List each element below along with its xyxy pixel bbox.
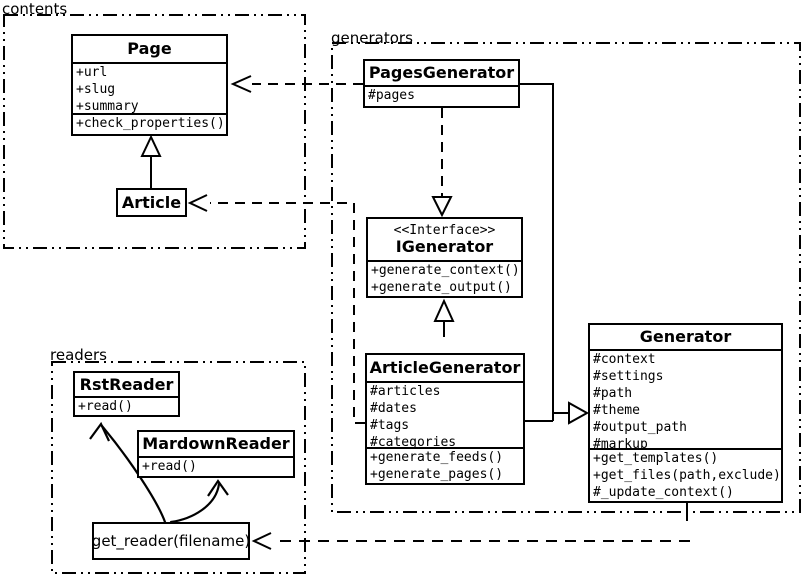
method: +read() (78, 399, 133, 414)
attribute: #settings (593, 369, 664, 384)
attribute: #output_path (593, 420, 687, 435)
package-label-generators: generators (331, 29, 413, 47)
class-articlegenerator: ArticleGenerator #articles #dates #tags … (365, 353, 525, 485)
attribute: #path (593, 386, 633, 401)
package-frame-readers (51, 361, 306, 574)
package-frame-generators (331, 42, 801, 513)
class-article: Article (116, 188, 187, 217)
generalization-arrow-icon (568, 401, 590, 425)
attributes-compartment: #pages (365, 85, 518, 106)
attribute: #theme (593, 403, 640, 418)
open-arrow-icon (89, 421, 110, 442)
package-label-contents: contents (2, 0, 68, 18)
methods-compartment: +check_properties() (73, 113, 226, 134)
method: +get_templates() (593, 451, 719, 466)
attribute: +summary (76, 99, 139, 113)
attribute: #categories (370, 435, 457, 447)
method: +generate_pages() (370, 467, 504, 482)
generalization-arrow-icon (433, 298, 455, 322)
interface-igenerator: <<Interface>> IGenerator +generate_conte… (366, 217, 523, 298)
method: +check_properties() (76, 116, 225, 131)
class-title: MardownReader (142, 434, 290, 453)
class-title: ArticleGenerator (369, 358, 521, 377)
call-curve-getreader-mardownreader (169, 482, 221, 524)
attribute: #tags (370, 418, 410, 433)
class-title-text: IGenerator (395, 237, 494, 256)
methods-compartment: +get_templates() +get_files(path,exclude… (590, 448, 781, 501)
package-frame-contents (3, 14, 306, 249)
class-generator: Generator #context #settings #path #them… (588, 323, 783, 503)
methods-compartment: +read() (75, 396, 178, 415)
class-title: Generator (639, 327, 732, 346)
methods-compartment: +generate_feeds() +generate_pages() (367, 447, 523, 483)
attributes-compartment: #articles #dates #tags #categories (367, 381, 523, 447)
attribute: #dates (370, 401, 417, 416)
realization-arrow-icon (431, 196, 453, 218)
package-label-readers: readers (50, 346, 107, 364)
node-getreader: get_reader(filename) (92, 522, 250, 560)
open-arrow-icon (187, 194, 208, 212)
class-title: <<Interface>> IGenerator (368, 219, 521, 260)
attributes-compartment: +url +slug +summary (73, 62, 226, 113)
methods-compartment: +generate_context() +generate_output() (368, 260, 521, 296)
method: +generate_context() (371, 263, 520, 278)
class-title: PagesGenerator (368, 63, 515, 82)
attribute: +url (76, 65, 108, 80)
attributes-compartment: #context #settings #path #theme #output_… (590, 349, 781, 448)
attribute: +slug (76, 82, 116, 97)
method: +get_files(path,exclude) (593, 468, 781, 483)
attribute: #pages (368, 88, 415, 103)
attribute: #markup (593, 437, 648, 448)
method: #_update_context() (593, 485, 734, 500)
class-page: Page +url +slug +summary +check_properti… (71, 34, 228, 136)
class-title: Article (121, 192, 182, 212)
dependency-line-articlegenerator-article (210, 202, 365, 424)
stereotype-label: <<Interface>> (393, 223, 496, 238)
class-rstreader: RstReader +read() (73, 371, 180, 417)
class-title: Page (127, 39, 172, 58)
class-pagesgenerator: PagesGenerator #pages (363, 59, 520, 108)
method: +generate_output() (371, 280, 512, 295)
generalization-arrow-icon (140, 134, 162, 157)
class-mardownreader: MardownReader +read() (137, 430, 295, 478)
open-arrow-icon (230, 75, 252, 93)
open-arrow-icon (251, 532, 272, 550)
methods-compartment: +read() (139, 456, 293, 476)
class-title: RstReader (79, 374, 174, 394)
method: +generate_feeds() (370, 450, 504, 465)
node-label: get_reader(filename) (94, 532, 248, 550)
method: +read() (142, 459, 197, 474)
generalization-line-pagesgenerator-generator (520, 83, 554, 421)
attribute: #context (593, 352, 656, 367)
attribute: #articles (370, 384, 441, 399)
open-arrow-icon (207, 479, 229, 497)
